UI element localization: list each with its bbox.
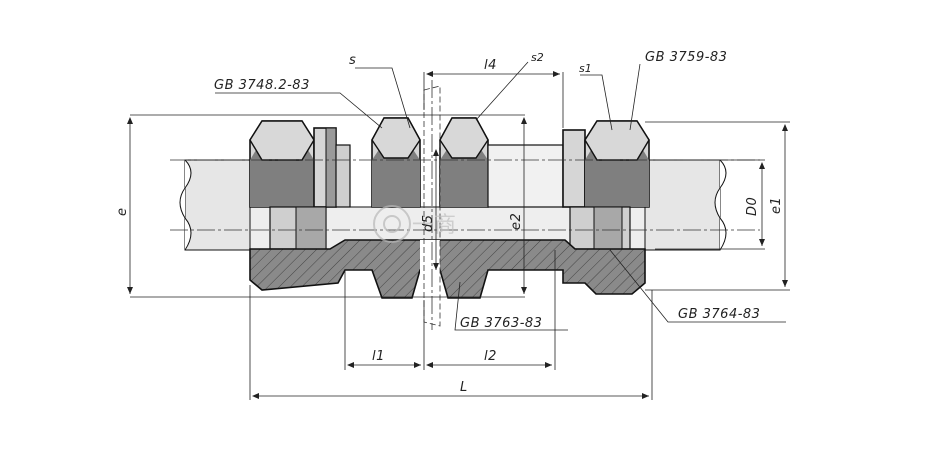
body-shank — [487, 144, 564, 208]
body-collar — [562, 129, 586, 208]
label-l2: l2 — [484, 349, 497, 364]
label-s: s — [349, 53, 356, 68]
watermark-text: 一商 — [412, 213, 456, 238]
label-e: e — [115, 208, 130, 217]
leader-s — [355, 67, 411, 129]
label-e2: e2 — [509, 213, 524, 230]
label-s2: s2 — [531, 51, 544, 64]
label-L: L — [460, 380, 468, 395]
leader-gb3763 — [454, 281, 568, 331]
leader-gb3759 — [629, 63, 641, 131]
label-s1: s1 — [579, 62, 592, 75]
label-gb3748: GB 3748.2-83 — [214, 78, 310, 93]
label-l1: l1 — [372, 349, 385, 364]
left-nut — [249, 120, 351, 208]
pipe-left — [179, 159, 256, 251]
split-plane — [423, 85, 441, 327]
body-nut-s2 — [439, 117, 489, 208]
label-gb3759: GB 3759-83 — [645, 50, 727, 65]
left-sleeve-core — [295, 206, 327, 250]
leader-gb3748 — [215, 92, 383, 129]
leader-s1 — [580, 74, 613, 131]
label-gb3764: GB 3764-83 — [678, 307, 760, 322]
label-d5: d5 — [421, 214, 436, 232]
label-D0: D0 — [745, 197, 760, 216]
label-gb3763: GB 3763-83 — [460, 316, 542, 331]
section-hatched — [249, 239, 646, 300]
right-sleeve-core — [593, 206, 623, 250]
label-e1: e1 — [769, 197, 784, 214]
leader-gb3764 — [609, 249, 786, 323]
right-nut — [584, 120, 650, 208]
pipe-right — [639, 159, 727, 251]
label-l4: l4 — [484, 58, 497, 73]
watermark-logo: 一商 — [373, 205, 456, 243]
leader-s2 — [475, 61, 529, 121]
body-nut-s — [371, 117, 421, 208]
